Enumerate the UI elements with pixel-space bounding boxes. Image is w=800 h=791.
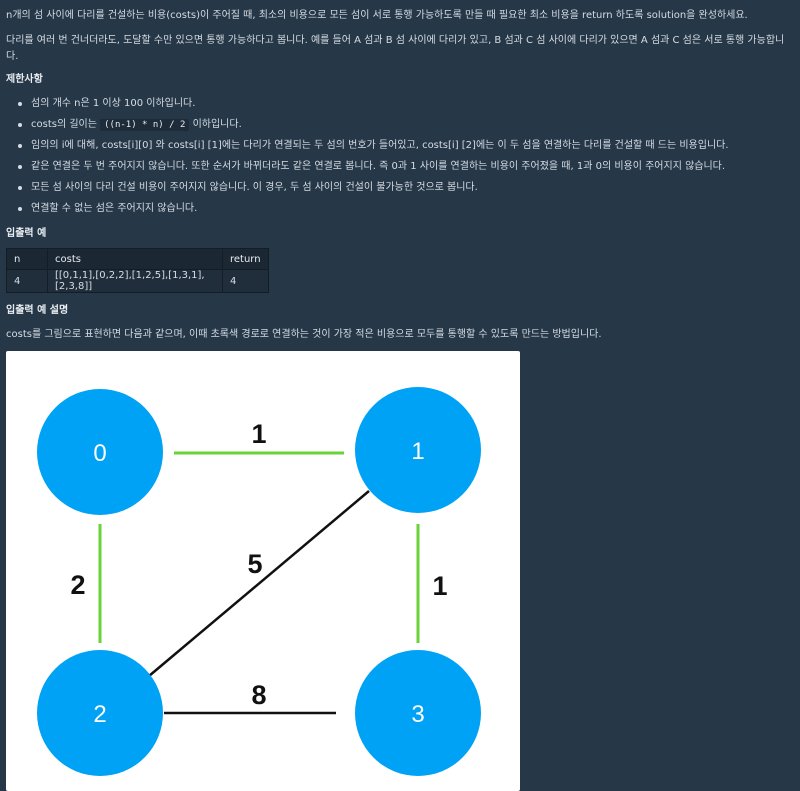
problem-intro: n개의 섬 사이에 다리를 건설하는 비용(costs)이 주어질 때, 최소의… xyxy=(6,10,748,21)
constraint-item: 모든 섬 사이의 다리 건설 비용이 주어지지 않습니다. 이 경우, 두 섬 … xyxy=(6,180,794,196)
constraint-item: 섬의 개수 n은 1 이상 100 이하입니다. xyxy=(6,96,794,112)
node-label-2: 2 xyxy=(93,701,106,728)
bullet-icon xyxy=(18,165,22,169)
problem-note: 다리를 여러 번 건너더라도, 도달할 수만 있으면 통행 가능하다고 봅니다.… xyxy=(6,35,785,62)
constraints-list: 섬의 개수 n은 1 이상 100 이하입니다. costs의 길이는 ((n-… xyxy=(6,96,794,217)
graph-figure: 1 2 5 1 8 0 1 2 3 xyxy=(6,351,520,791)
node-1 xyxy=(355,387,481,513)
constraint-item: 임의의 i에 대해, costs[i][0] 와 costs[i] [1]에는 … xyxy=(6,138,794,154)
example-heading: 입출력 예 xyxy=(6,228,47,239)
bullet-icon xyxy=(18,102,22,106)
bullet-icon xyxy=(18,144,22,148)
table-row: 4 [[0,1,1],[0,2,2],[1,2,5],[1,3,1],[2,3,… xyxy=(6,269,269,293)
column-header-return: return xyxy=(222,248,269,270)
edge-weight-1-2: 5 xyxy=(247,549,262,579)
node-3 xyxy=(355,650,481,776)
table-header-row: n costs return xyxy=(6,248,269,270)
edge-weight-0-2: 2 xyxy=(70,570,85,600)
node-0 xyxy=(37,389,163,515)
bullet-icon xyxy=(18,186,22,190)
bullet-icon xyxy=(18,123,22,127)
node-label-0: 0 xyxy=(93,440,106,467)
node-label-1: 1 xyxy=(411,438,424,465)
bullet-icon xyxy=(18,207,22,211)
node-label-3: 3 xyxy=(411,701,424,728)
edge-weight-1-3: 1 xyxy=(432,571,447,601)
edge-1-2 xyxy=(148,490,370,677)
constraint-item: costs의 길이는 ((n-1) * n) / 2 이하입니다. xyxy=(6,117,794,133)
example-table: n costs return 4 [[0,1,1],[0,2,2],[1,2,5… xyxy=(6,248,269,293)
constraint-item: 같은 연결은 두 번 주어지지 않습니다. 또한 순서가 바뀌더라도 같은 연결… xyxy=(6,159,794,175)
edge-weight-2-3: 8 xyxy=(251,680,266,710)
graph-diagram: 1 2 5 1 8 0 1 2 3 xyxy=(37,387,481,776)
inline-code: ((n-1) * n) / 2 xyxy=(100,119,190,131)
cell-n: 4 xyxy=(6,269,48,293)
explanation-heading: 입출력 예 설명 xyxy=(6,305,69,316)
cell-costs: [[0,1,1],[0,2,2],[1,2,5],[1,3,1],[2,3,8]… xyxy=(47,269,223,293)
node-2 xyxy=(37,650,163,776)
explanation-text: costs를 그림으로 표현하면 다음과 같으며, 이때 초록색 경로로 연결하… xyxy=(6,329,602,340)
constraint-item: 연결할 수 없는 섬은 주어지지 않습니다. xyxy=(6,201,794,217)
column-header-costs: costs xyxy=(47,248,223,270)
constraints-heading: 제한사항 xyxy=(6,74,43,85)
column-header-n: n xyxy=(6,248,48,270)
edge-weight-0-1: 1 xyxy=(251,419,266,449)
cell-return: 4 xyxy=(222,269,269,293)
